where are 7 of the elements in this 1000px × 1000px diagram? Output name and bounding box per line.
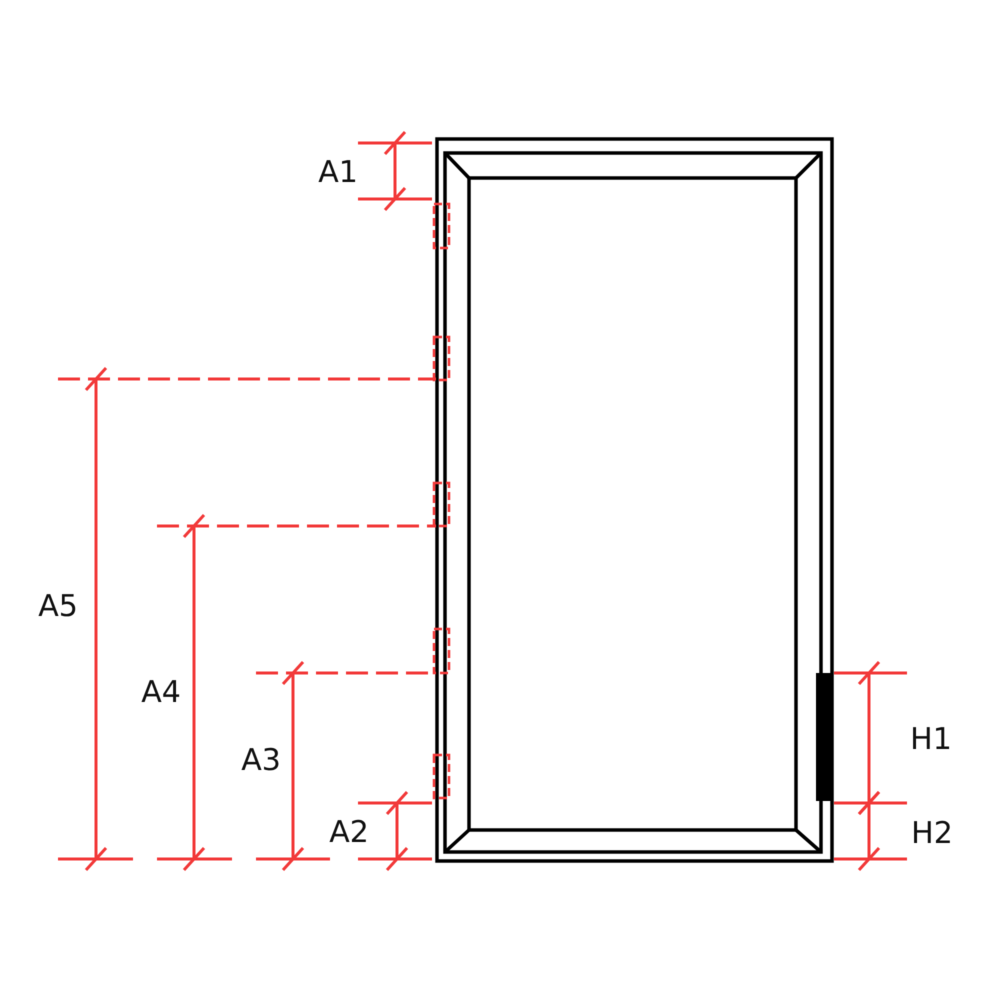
dimension-label: A3: [241, 746, 281, 776]
dimension-label: H1: [910, 725, 952, 755]
dimension-label: A4: [141, 678, 181, 708]
dimension-label: H2: [911, 819, 953, 849]
dimension-label: A5: [38, 592, 78, 622]
dimension-label: A2: [329, 818, 369, 848]
dimension-label: A1: [318, 158, 358, 188]
